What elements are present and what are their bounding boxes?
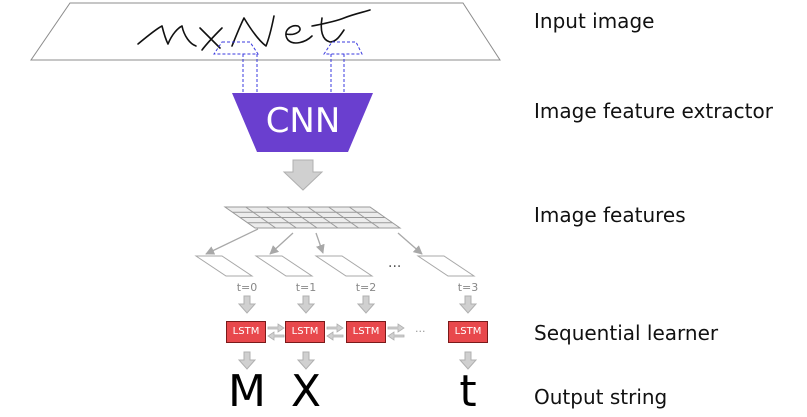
lstm-connectors	[267, 323, 405, 341]
feature-slices	[194, 255, 476, 277]
label-feature-extractor: Image feature extractor	[534, 99, 773, 123]
slice-to-lstm-arrows	[237, 295, 478, 314]
output-char-2: t	[459, 366, 477, 417]
feature-slice-2	[314, 255, 374, 277]
handwriting-mxnet	[137, 9, 371, 51]
output-char-0: M	[228, 366, 266, 417]
crop-box-left	[213, 41, 259, 55]
label-input-image: Input image	[534, 9, 655, 33]
lstm-cell-2: LSTM	[346, 321, 386, 343]
lstm-cell-3: LSTM	[448, 321, 488, 343]
big-down-arrow	[282, 159, 324, 191]
lstm-ellipsis: ...	[415, 322, 426, 335]
timestep-label: t=3	[457, 281, 479, 294]
lstm-cell-0: LSTM	[226, 321, 266, 343]
crop-box-right	[323, 41, 363, 55]
timestep-label: t=1	[295, 281, 317, 294]
cnn-block	[232, 93, 373, 152]
feature-slice-3	[416, 255, 476, 277]
lstm-to-output-arrows	[237, 351, 478, 370]
feature-ellipsis: ...	[388, 255, 402, 271]
feature-slice-0	[194, 255, 254, 277]
label-image-features: Image features	[534, 203, 686, 227]
output-char-1: X	[290, 366, 322, 417]
timestep-label: t=2	[355, 281, 377, 294]
feature-slice-1	[254, 255, 314, 277]
label-output-string: Output string	[534, 385, 668, 409]
cnn-label: CNN	[265, 101, 341, 141]
feature-grid	[223, 206, 402, 229]
input-image-plane	[30, 2, 501, 61]
grid-to-slice-arrows	[205, 228, 423, 255]
timestep-label: t=0	[236, 281, 258, 294]
label-sequential-learner: Sequential learner	[534, 321, 719, 345]
lstm-cell-1: LSTM	[285, 321, 325, 343]
